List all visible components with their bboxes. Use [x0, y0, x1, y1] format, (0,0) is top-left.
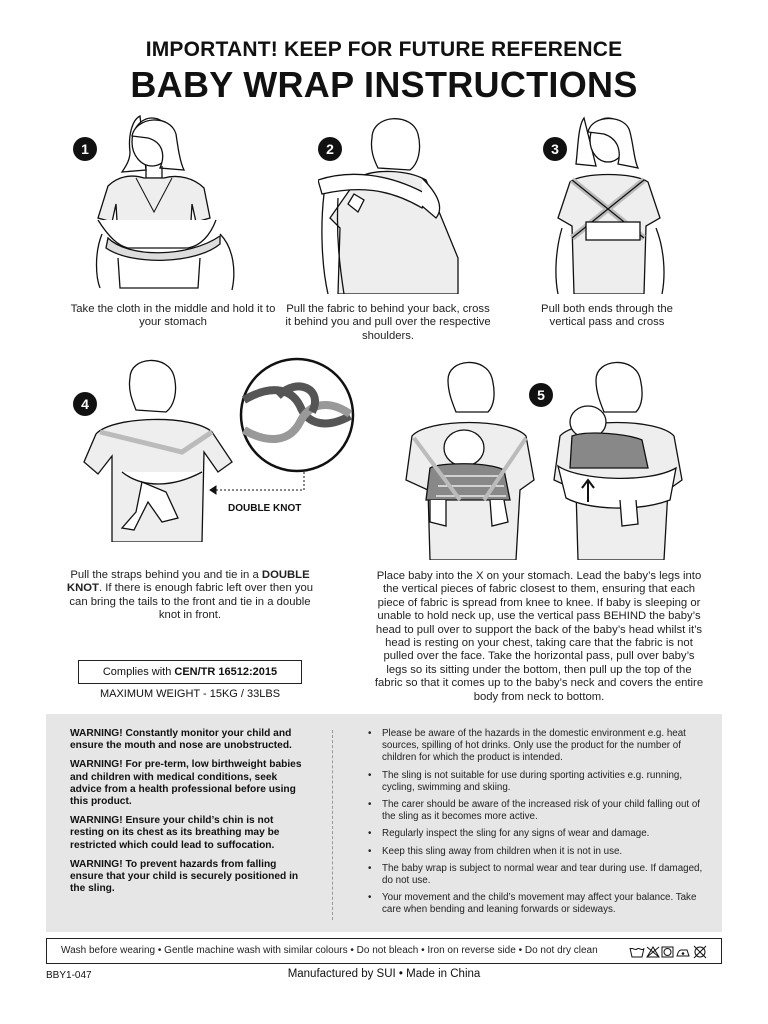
compliance-box: Complies with CEN/TR 16512:2015: [78, 660, 302, 684]
double-knot-label: DOUBLE KNOT: [228, 503, 302, 514]
step-2-caption: Pull the fabric to behind your back, cro…: [285, 303, 491, 342]
page-subtitle: IMPORTANT! KEEP FOR FUTURE REFERENCE: [145, 38, 623, 61]
safety-bullet: The carer should be aware of the increas…: [368, 799, 708, 823]
safety-bullet: Please be aware of the hazards in the do…: [368, 728, 708, 765]
step-3-caption: Pull both ends through the vertical pass…: [541, 303, 673, 329]
max-weight: MAXIMUM WEIGHT - 15KG / 33LBS: [99, 688, 281, 700]
no-dry-clean-icon: [693, 945, 707, 959]
step-1-illustration: [88, 108, 248, 294]
safety-bullet: Regularly inspect the sling for any sign…: [368, 828, 708, 840]
step-1-caption: Take the cloth in the middle and hold it…: [70, 303, 276, 329]
care-text: Wash before wearing • Gentle machine was…: [61, 945, 598, 956]
warnings-divider: [332, 730, 333, 920]
warnings-left: WARNING! Constantly monitor your child a…: [70, 728, 310, 902]
no-bleach-icon: [646, 946, 660, 958]
care-instructions: Wash before wearing • Gentle machine was…: [46, 938, 722, 964]
step-4-badge: 4: [73, 392, 97, 416]
step-2-illustration: [318, 108, 468, 294]
wash-icon: [629, 947, 645, 958]
warning-item: WARNING! Ensure your child’s chin is not…: [70, 815, 280, 851]
tumble-icon: [661, 946, 674, 958]
warnings-right: Please be aware of the hazards in the do…: [368, 728, 708, 922]
warning-item: WARNING! To prevent hazards from falling…: [70, 858, 299, 895]
safety-bullet: Your movement and the child’s movement m…: [368, 892, 708, 916]
warning-item: WARNING! Constantly monitor your child a…: [70, 728, 292, 752]
step-3-illustration: [548, 108, 678, 294]
safety-bullet: The sling is not suitable for use during…: [368, 770, 708, 794]
step-5a-illustration: [400, 350, 540, 560]
step-2-badge: 2: [318, 137, 342, 161]
safety-bullet: Keep this sling away from children when …: [368, 846, 708, 858]
iron-icon: [676, 949, 690, 957]
step-5-badge: 5: [529, 383, 553, 407]
warnings-panel: WARNING! Constantly monitor your child a…: [46, 714, 722, 932]
step-5-caption: Place baby into the X on your stomach. L…: [374, 570, 704, 703]
double-knot-detail: [238, 356, 356, 474]
safety-bullet: The baby wrap is subject to normal wear …: [368, 863, 708, 887]
step-1-badge: 1: [73, 137, 97, 161]
care-symbols: [629, 945, 711, 969]
manufacturer-line: Manufactured by SUI • Made in China: [287, 968, 481, 980]
step-4-caption: Pull the straps behind you and tie in a …: [66, 569, 314, 622]
product-code: BBY1-047: [46, 970, 92, 981]
step-5b-illustration: [548, 350, 688, 560]
step-3-badge: 3: [543, 137, 567, 161]
header: IMPORTANT! KEEP FOR FUTURE REFERENCE BAB…: [0, 38, 768, 106]
warning-item: WARNING! For pre-term, low birthweight b…: [70, 759, 302, 808]
page-title: BABY WRAP INSTRUCTIONS: [130, 64, 638, 105]
step-4-illustration: [82, 352, 242, 542]
knot-pointer: [208, 470, 318, 500]
